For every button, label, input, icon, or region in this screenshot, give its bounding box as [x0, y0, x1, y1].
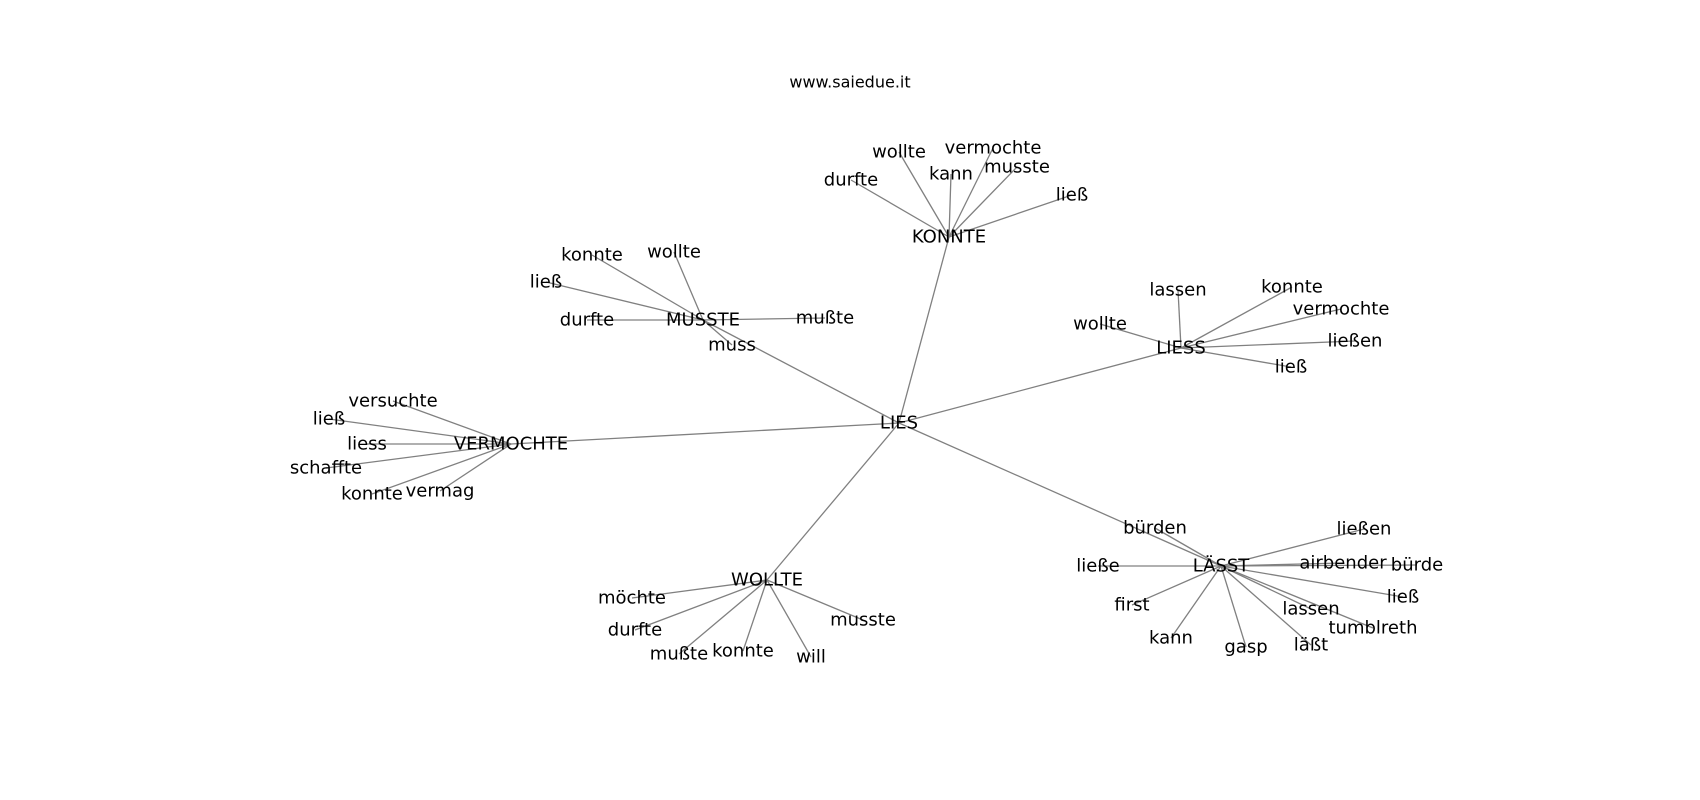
leaf-node-vermochte-vermag: vermag: [406, 481, 475, 502]
edge-konnte-wollte: [898, 151, 950, 238]
leaf-node-laesst-liessen: ließen: [1337, 519, 1392, 540]
edge-konnte-liess: [948, 194, 1073, 238]
edge-wollte-konnte: [742, 579, 768, 652]
edge-liess-wollte: [1099, 323, 1182, 349]
edge-musste-liess: [545, 281, 704, 321]
edge-laesst-laesst: [1220, 565, 1312, 646]
leaf-node-konnte-vermochte: vermochte: [945, 138, 1042, 159]
leaf-node-wollte-musste: mußte: [650, 644, 708, 665]
edge-vermochte-versuchte: [392, 400, 512, 445]
leaf-node-vermochte-liess: ließ: [313, 409, 345, 430]
edge-laesst-buerden: [1154, 527, 1222, 567]
leaf-node-laesst-airbender: airbender: [1299, 553, 1387, 574]
leaf-node-laesst-gasp: gasp: [1224, 637, 1267, 658]
graph-node-labels: LIES KONNTE wollte vermochte kann musste durft…: [290, 138, 1443, 668]
edge-laesst-liess: [1220, 565, 1404, 598]
leaf-node-wollte-musste: musste: [830, 610, 896, 631]
leaf-node-liess-vermochte: vermochte: [1293, 299, 1390, 320]
leaf-node-laesst-liess: ließ: [1387, 587, 1419, 608]
leaf-node-liess-lassen: lassen: [1149, 280, 1206, 301]
leaf-node-laesst-tumblreth: tumblreth: [1329, 618, 1418, 639]
edge-laesst-first: [1131, 565, 1222, 606]
edge-lies-liess: [898, 347, 1182, 424]
hub-node-liess: LIESS: [1156, 338, 1206, 359]
leaf-node-konnte-wollte: wollte: [872, 142, 926, 163]
edge-liess-vermochte: [1180, 308, 1342, 349]
leaf-node-liess-konnte: konnte: [1261, 277, 1323, 298]
leaf-node-wollte-konnte: konnte: [712, 641, 774, 662]
leaf-node-konnte-liess: ließ: [1056, 185, 1088, 206]
edge-wollte-moechte: [631, 579, 768, 599]
leaf-node-vermochte-schaffte: schaffte: [290, 458, 362, 479]
edge-liess-liessen: [1180, 340, 1356, 349]
edge-liess-liess: [1180, 347, 1292, 368]
edge-laesst-buerde: [1220, 564, 1418, 567]
leaf-node-laesst-liesse: ließe: [1076, 556, 1120, 577]
edge-lies-vermochte: [510, 422, 900, 445]
edge-wollte-durfte: [634, 579, 768, 631]
edge-laesst-gasp: [1220, 565, 1247, 648]
leaf-node-musste-liess: ließ: [530, 272, 562, 293]
leaf-node-vermochte-konnte: konnte: [341, 484, 403, 505]
edge-wollte-musste: [678, 579, 768, 655]
root-node-lies: LIES: [880, 413, 918, 434]
leaf-node-wollte-durfte: durfte: [608, 620, 662, 641]
leaf-node-konnte-kann: kann: [929, 164, 973, 185]
edge-musste-konnte: [591, 254, 704, 321]
edge-wollte-musste: [766, 579, 864, 621]
leaf-node-vermochte-versuchte: versuchte: [348, 391, 437, 412]
hub-node-konnte: KONNTE: [912, 227, 986, 248]
leaf-node-musste-musste: mußte: [796, 308, 854, 329]
leaf-node-musste-muss: muss: [708, 335, 756, 356]
edge-laesst-liessen: [1220, 528, 1365, 567]
edge-liess-konnte: [1180, 286, 1293, 349]
leaf-node-vermochte-liess: liess: [347, 434, 387, 455]
hub-node-vermochte: VERMOCHTE: [454, 434, 568, 455]
hub-node-musste: MUSSTE: [666, 310, 740, 331]
edge-lies-laesst: [898, 422, 1222, 567]
leaf-node-konnte-durfte: durfte: [824, 170, 878, 191]
leaf-node-musste-durfte: durfte: [560, 310, 614, 331]
leaf-node-musste-konnte: konnte: [561, 245, 623, 266]
leaf-node-laesst-buerden: bürden: [1123, 518, 1187, 539]
hub-node-laesst: LÄSST: [1193, 556, 1251, 577]
edge-konnte-durfte: [850, 179, 950, 238]
leaf-node-konnte-musste: musste: [984, 157, 1050, 178]
edge-musste-musste: [702, 317, 826, 321]
leaf-node-laesst-lassen: lassen: [1282, 599, 1339, 620]
edge-laesst-kann: [1170, 565, 1222, 639]
edge-vermochte-schaffte: [325, 443, 512, 469]
edge-liess-lassen: [1177, 289, 1182, 349]
edge-konnte-kann: [948, 173, 952, 238]
edge-lies-musste: [702, 319, 900, 424]
edge-konnte-vermochte: [948, 147, 994, 238]
leaf-node-musste-wollte: wollte: [647, 242, 701, 263]
leaf-node-wollte-will: will: [796, 647, 826, 668]
leaf-node-liess-liessen: ließen: [1328, 331, 1383, 352]
site-title: www.saiedue.it: [789, 73, 910, 92]
edge-vermochte-konnte: [371, 443, 512, 495]
edge-konnte-musste: [948, 166, 1018, 238]
leaf-node-laesst-buerde: bürde: [1391, 555, 1443, 576]
edge-musste-muss: [702, 319, 733, 346]
edge-vermochte-vermag: [439, 443, 512, 492]
edge-musste-wollte: [673, 251, 704, 321]
edge-laesst-tumblreth: [1220, 565, 1374, 629]
edge-wollte-will: [766, 579, 812, 658]
graph-edges: [325, 147, 1418, 658]
leaf-node-wollte-moechte: möchte: [598, 588, 666, 609]
leaf-node-liess-liess: ließ: [1275, 357, 1307, 378]
leaf-node-laesst-laesst: läßt: [1294, 635, 1328, 656]
edge-laesst-lassen: [1220, 565, 1312, 610]
leaf-node-laesst-first: first: [1114, 595, 1149, 616]
hub-node-wollte: WOLLTE: [731, 570, 803, 591]
edge-lies-konnte: [898, 236, 950, 424]
leaf-node-liess-wollte: wollte: [1073, 314, 1127, 335]
leaf-node-laesst-kann: kann: [1149, 628, 1193, 649]
edge-vermochte-liess: [328, 418, 512, 445]
edge-lies-wollte: [766, 422, 900, 581]
